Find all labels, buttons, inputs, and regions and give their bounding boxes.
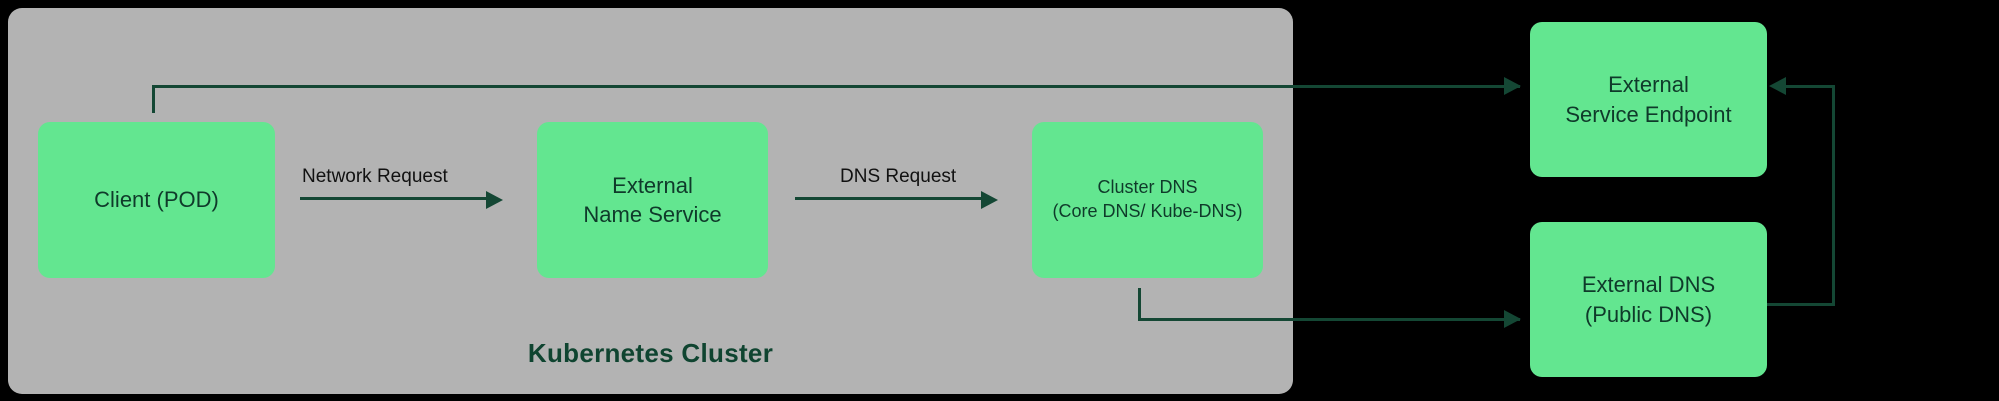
node-external-name-service-line-2: Name Service [583, 202, 722, 227]
node-external-name-service-line-1: External [612, 172, 693, 198]
node-cluster-dns-line-1: Cluster DNS [1097, 177, 1198, 198]
edge-client-to-external-name-arrowhead-icon [486, 191, 503, 209]
edge-cluster-dns-to-external-dns-horizontal [1138, 318, 1520, 321]
node-cluster-dns-line-2: (Core DNS/ Kube-DNS) [1052, 201, 1243, 221]
edge-external-dns-to-service-endpoint-arrowhead-icon [1769, 77, 1786, 95]
edge-external-name-to-cluster-dns-arrowhead-icon [981, 191, 998, 209]
edge-external-dns-to-service-endpoint-bottom [1767, 303, 1835, 306]
edge-client-to-service-endpoint-horizontal [152, 85, 1520, 88]
node-client-pod[interactable]: Client (POD) [38, 122, 275, 278]
edge-external-name-to-cluster-dns-line [795, 197, 981, 200]
node-client-pod-line-1: Client (POD) [94, 187, 219, 213]
edge-external-dns-to-service-endpoint-top [1786, 85, 1835, 88]
node-cluster-dns[interactable]: Cluster DNS (Core DNS/ Kube-DNS) [1032, 122, 1263, 278]
edge-client-to-external-name-line [300, 197, 486, 200]
edge-client-to-service-endpoint-vertical [152, 85, 155, 113]
node-external-dns-line-1: External DNS [1581, 272, 1716, 298]
node-external-dns[interactable]: External DNS (Public DNS) [1530, 222, 1767, 377]
node-external-service-endpoint[interactable]: External Service Endpoint [1530, 22, 1767, 177]
kubernetes-cluster-label: Kubernetes Cluster [527, 338, 774, 368]
edge-client-to-service-endpoint-arrowhead-icon [1504, 77, 1521, 95]
edge-external-dns-to-service-endpoint-vertical [1832, 85, 1835, 306]
edge-cluster-dns-to-external-dns-vertical [1138, 288, 1141, 321]
node-external-service-endpoint-line-1: External [1608, 72, 1689, 98]
edge-cluster-dns-to-external-dns-arrowhead-icon [1504, 310, 1521, 328]
node-external-name-service[interactable]: External Name Service [537, 122, 768, 278]
edge-label-dns-request: DNS Request [840, 166, 957, 187]
node-external-dns-line-2: (Public DNS) [1584, 301, 1713, 327]
node-external-service-endpoint-line-2: Service Endpoint [1565, 101, 1732, 127]
edge-label-network-request: Network Request [302, 166, 448, 187]
